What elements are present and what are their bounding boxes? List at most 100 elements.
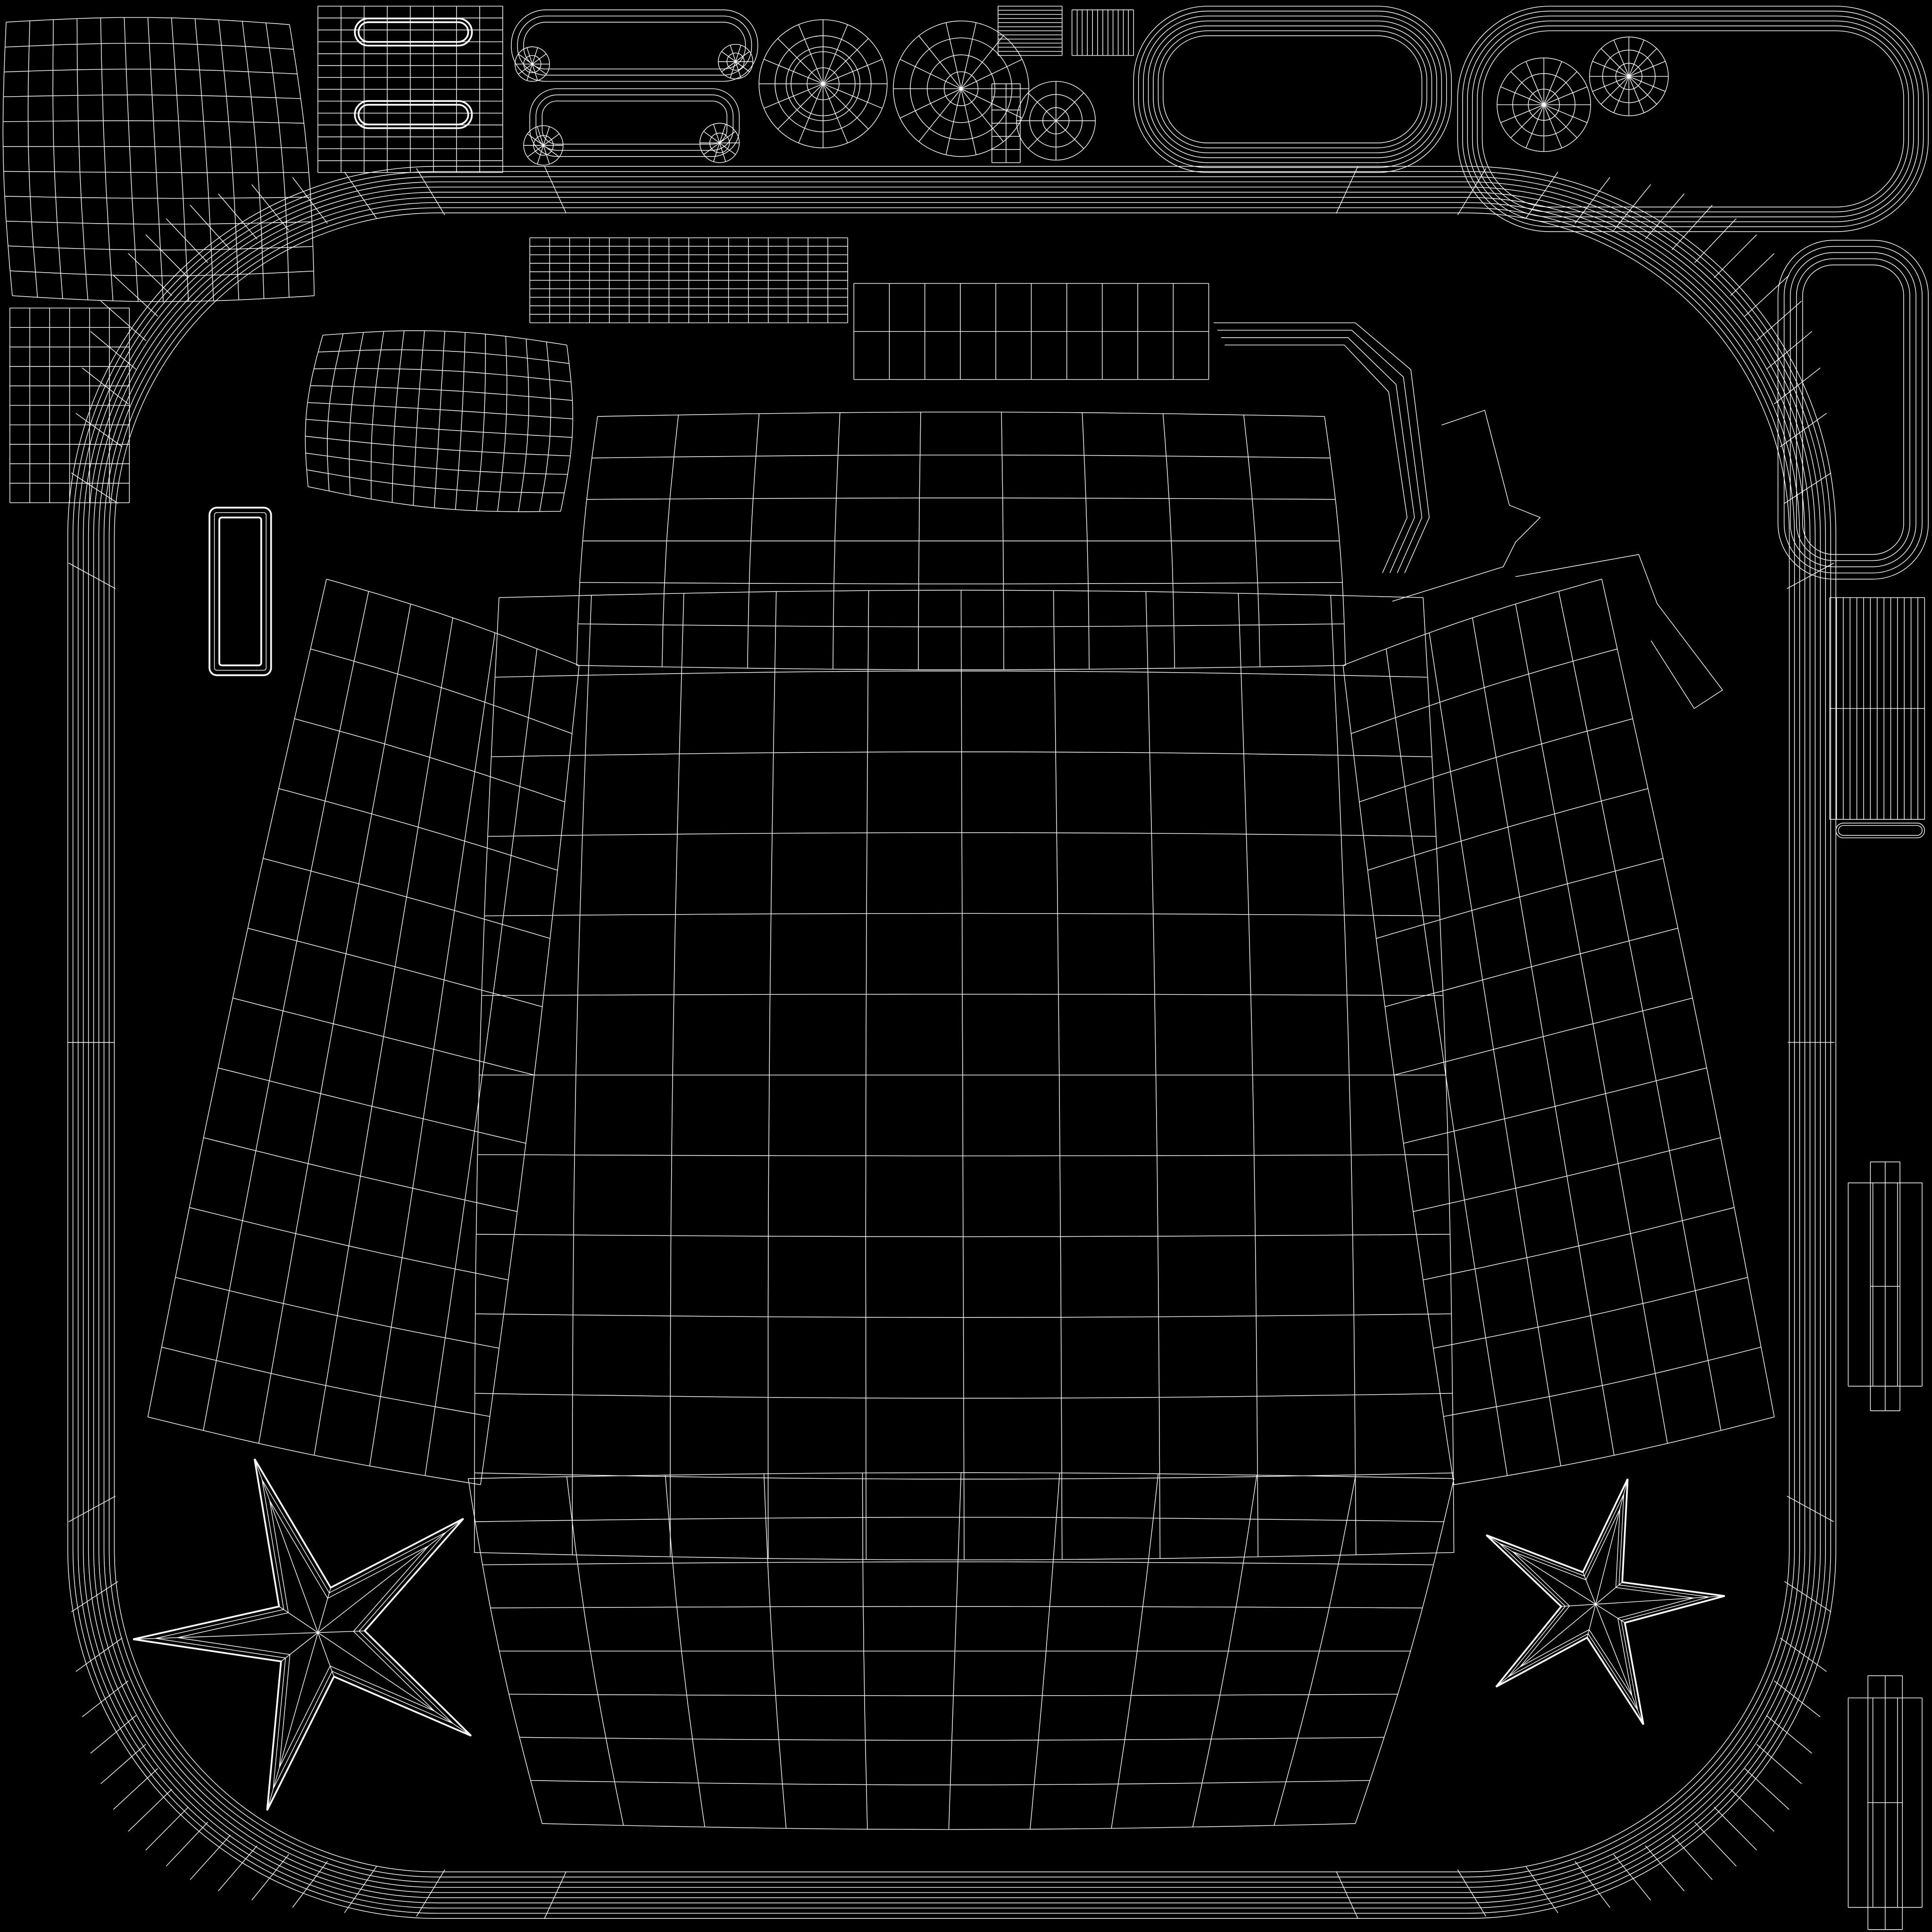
capsule-island-b: [529, 88, 740, 157]
uv-loop: [541, 100, 727, 145]
uv-loop: [1158, 30, 1427, 149]
uv-edge: [531, 1780, 1370, 1785]
ring-edge: [1787, 563, 1834, 589]
uv-edge: [8, 245, 313, 250]
uv-edge: [475, 1393, 1453, 1399]
bar-stem-b: [1867, 1675, 1903, 1930]
ring-edge: [218, 193, 258, 240]
uv-edge: [233, 998, 534, 1075]
ring-loop: [108, 207, 1795, 1878]
ring-edge: [1694, 218, 1737, 263]
uv-edge: [266, 23, 290, 298]
uv-loop: [1133, 6, 1452, 173]
ring-edge: [1457, 168, 1486, 216]
uv-edge: [10, 270, 314, 276]
uv-edge: [317, 1630, 365, 1633]
uv-edge: [305, 335, 324, 487]
uv-edge: [764, 58, 824, 84]
uv-edge: [6, 221, 312, 225]
ring-edge: [1336, 166, 1358, 214]
uv-loop: [1485, 1478, 1725, 1725]
uv-edge: [1629, 76, 1666, 92]
uv-edge: [2, 22, 13, 296]
uv-edge: [434, 331, 445, 508]
uv-loop: [358, 21, 469, 43]
uv-edge: [1543, 61, 1562, 105]
ring-edge: [90, 1715, 137, 1754]
uv-edge: [294, 718, 565, 802]
uv-edge: [310, 649, 573, 734]
uv-edge: [217, 1067, 526, 1144]
uv-edge: [532, 53, 547, 65]
uv-edge: [532, 64, 547, 75]
ring-edge: [1766, 1715, 1812, 1754]
ring-edge: [90, 331, 137, 370]
uv-loop: [1392, 409, 1541, 602]
uv-edge: [487, 832, 1436, 837]
disc-island: [1016, 81, 1096, 161]
uv-edge: [263, 858, 550, 939]
ring-edge: [100, 1744, 146, 1784]
uv-edge: [532, 47, 538, 65]
ring-edge: [113, 275, 158, 317]
ring-loop: [72, 171, 1831, 1914]
uv-edge: [719, 131, 736, 143]
uv-edge: [526, 64, 533, 81]
uv-edge: [539, 341, 551, 512]
ring-edge: [1694, 1822, 1737, 1866]
uv-edge: [586, 497, 1336, 500]
uv-loop: [1148, 20, 1437, 158]
uv-edge: [1510, 104, 1544, 138]
uv-edge: [1592, 61, 1629, 77]
uv-edge: [76, 18, 88, 300]
ring-edge: [1574, 1861, 1610, 1908]
uv-edge: [3, 120, 304, 124]
uv-edge: [777, 38, 824, 84]
uv-edge: [327, 333, 344, 491]
wheel-island-f: [1589, 36, 1669, 117]
cylinder-cap-island: [1835, 823, 1925, 839]
uv-loop: [1224, 344, 1407, 573]
ring-edge: [1525, 1866, 1558, 1913]
ring-edge: [75, 1637, 123, 1672]
uv-edge: [306, 419, 572, 438]
uv-loop: [529, 88, 740, 157]
uv-edge: [1525, 61, 1544, 105]
uv-loop: [1777, 240, 1929, 580]
uv-loop: [1790, 252, 1916, 567]
uv-edge: [482, 994, 1443, 996]
uv-edge: [543, 133, 560, 146]
uv-loop: [354, 17, 473, 47]
uv-edge: [823, 58, 883, 84]
ring-edge: [1784, 473, 1832, 504]
uv-edge: [560, 345, 574, 512]
uv-edge: [1423, 1207, 1734, 1281]
uv-edge: [1558, 591, 1722, 1431]
uv-edge: [1433, 1277, 1748, 1349]
uv-edge: [509, 1694, 1398, 1696]
uv-edge: [194, 18, 214, 301]
uv-edge: [425, 649, 538, 1476]
handle-island: [208, 507, 272, 676]
rail-loop-2: [354, 100, 473, 129]
ring-edge: [1756, 300, 1802, 341]
ring-loop: [103, 202, 1800, 1883]
uv-edge: [475, 1516, 1444, 1522]
uv-loop: [208, 507, 272, 676]
top-left-grid-island: [2, 17, 315, 302]
ring-edge: [1730, 1789, 1774, 1832]
uv-loop: [1467, 16, 1919, 222]
ring-edge: [1766, 331, 1812, 370]
ring-edge: [1756, 1744, 1802, 1784]
ring-edge: [1457, 1869, 1486, 1917]
uv-edge: [1496, 1604, 1596, 1687]
uv-edge: [1629, 61, 1666, 77]
uv-edge: [148, 1416, 481, 1485]
ring-edge: [1774, 367, 1821, 404]
uv-edge: [1525, 104, 1544, 149]
uv-edge: [1582, 1572, 1596, 1605]
wheel-island-c: [718, 44, 753, 79]
uv-edge: [161, 1347, 490, 1417]
uv-edge: [1403, 1067, 1707, 1144]
ring-loop: [88, 186, 1816, 1899]
